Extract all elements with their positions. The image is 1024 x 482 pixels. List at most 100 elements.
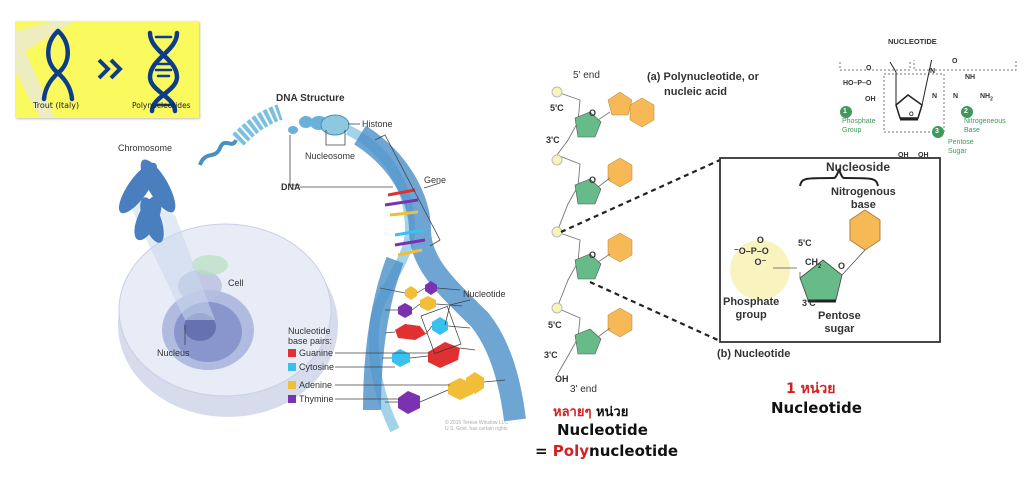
many-red-text: หลายๆ [553, 405, 592, 420]
nitrogenous-base-hexagon [849, 209, 881, 251]
ring-o-detail: O [838, 261, 846, 271]
base-n2-label: N [932, 93, 938, 100]
sugar-oh-left: OH [898, 152, 909, 159]
legend-thymine: Thymine [299, 394, 334, 404]
trout-caption: Trout (Italy) [33, 101, 80, 110]
marker-2-number: 2 [964, 108, 968, 115]
phosphate-group-circle [730, 240, 790, 300]
nitrogenous-base-label: Nitrogenous base [831, 186, 896, 212]
base-o-label: O [952, 58, 958, 65]
chromosome-illustration [118, 159, 176, 243]
marker-1-circle [840, 106, 852, 118]
o-top-label: O [866, 65, 872, 72]
label-histone: Histone [362, 119, 393, 129]
label-chromosome: Chromosome [118, 143, 173, 153]
base-connectors [379, 287, 506, 403]
equals-sign: = [535, 442, 553, 460]
nucleoside-brace [799, 167, 879, 187]
sugar-pentagons [574, 111, 602, 355]
sugar-oh-right: OH [918, 152, 929, 159]
legend-swatch-adenine [288, 381, 296, 389]
polynucleotide-title: (a) Polynucleotide, or nucleic acid [647, 70, 759, 100]
c3-label-detail: 3'C [802, 298, 816, 308]
legend-guanine: Guanine [299, 348, 334, 358]
label-nucleosome: Nucleosome [305, 151, 356, 161]
marker-2-label: Nitrogeneous Base [964, 117, 1006, 135]
label-cell: Cell [228, 278, 244, 288]
label-dna: DNA [281, 182, 301, 192]
copyright-line2: U.S. Govt. has certain rights [445, 426, 508, 432]
c5-label-top: 5'C [550, 103, 564, 113]
oh-label: OH [555, 374, 569, 384]
label-gene: Gene [424, 175, 447, 185]
nucleotide-detail-box [719, 157, 941, 343]
one-unit-caption: 1 หน่วย [786, 381, 836, 397]
c3-label-top: 3'C [546, 135, 560, 145]
ring-o-1: O [589, 108, 597, 118]
pentose-sugar-label: Pentose sugar [818, 310, 861, 336]
three-prime-end-label: 3' end [570, 384, 597, 395]
ch2-subscript: 2 [818, 263, 822, 270]
zoom-dashed-lines [560, 158, 721, 343]
ring-o-2: O [589, 175, 597, 185]
pentose-sugar-pentagon [799, 259, 843, 301]
phosphate-line1: Phosphate [723, 296, 780, 308]
nucleotide-structure [839, 60, 1017, 133]
histone [320, 114, 350, 136]
c5-label-detail: 5'C [798, 238, 812, 248]
marker-3-line1: Pentose [948, 139, 974, 146]
c3-label-bottom: 3'C [544, 350, 558, 360]
nucleotide-caption-right: Nucleotide [771, 399, 862, 417]
nucleotide-box [420, 305, 462, 355]
marker-2-circle [961, 106, 973, 118]
label-nucleus: Nucleus [157, 348, 190, 358]
polynucleotides-caption: Polynucleotides [132, 101, 191, 110]
many-units-caption: หลายๆ หน่วย [553, 401, 628, 422]
ring-o-3: O [589, 250, 597, 260]
phosphate-oh-label: OH [865, 96, 876, 103]
marker-3-circle [932, 126, 944, 138]
phosphate-group-label: Phosphate group [723, 296, 779, 322]
double-chevron-right-icon [97, 58, 123, 80]
nucleotide-caption-left: Nucleotide [557, 421, 648, 439]
marker-1-number: 1 [843, 108, 847, 115]
label-nucleotide: Nucleotide [463, 289, 506, 299]
legend-adenine: Adenine [299, 380, 333, 390]
phosphate-o-top: O [756, 235, 764, 245]
unit-text: หน่วย [591, 405, 629, 420]
marker-2-line2: Base [964, 127, 980, 134]
legend-swatch-guanine [288, 349, 296, 357]
nh-text: NH [980, 93, 991, 100]
legend-swatches [288, 349, 296, 403]
base-pair-rungs [384, 188, 426, 257]
polynucleotide-diagram [551, 60, 1017, 376]
base-nh2-label: NH2 [980, 93, 993, 102]
copyright-notice: © 2015 Terese Winslow LLC U.S. Govt. has… [445, 420, 508, 432]
marker-2-line1: Nitrogeneous [964, 118, 1006, 125]
phosphate-circles [551, 86, 563, 314]
nitrogenous-line2: base [850, 199, 876, 211]
leader-lines [184, 123, 471, 400]
legend-title: Nucleotide base pairs: [288, 326, 332, 346]
chromatin-coil [198, 104, 350, 166]
ch2-label: CH2 [805, 257, 821, 270]
sugar-ring-o: O [909, 112, 914, 118]
nitrogenous-line1: Nitrogenous [831, 186, 896, 198]
nucleotide-detail-caption: (b) Nucleotide [717, 348, 791, 360]
marker-1-line1: Phosphate [842, 118, 876, 125]
dna-structure-illustration [118, 104, 526, 433]
marker-3-number: 3 [935, 128, 939, 135]
nh2-subscript: 2 [990, 96, 993, 103]
badge-art [15, 21, 180, 118]
poly-prefix: Poly [552, 442, 590, 460]
ho-p-o-label: HO–P–O [843, 80, 872, 87]
base-nh-label: NH [965, 74, 976, 81]
trout-polynucleotides-badge: Trout (Italy) Polynucleotides [15, 21, 199, 118]
phosphate-formula: O ⁻O–P–O O⁻ [734, 235, 769, 268]
marker-3-label: Pentose Sugar [948, 138, 974, 156]
base-n1-label: N [930, 68, 936, 75]
base-links [597, 111, 611, 338]
nucleotide-suffix: nucleotide [589, 442, 679, 460]
nucleotide-structure-title: NUCLEOTIDE [888, 37, 937, 46]
legend-title-line1: Nucleotide [288, 326, 331, 336]
